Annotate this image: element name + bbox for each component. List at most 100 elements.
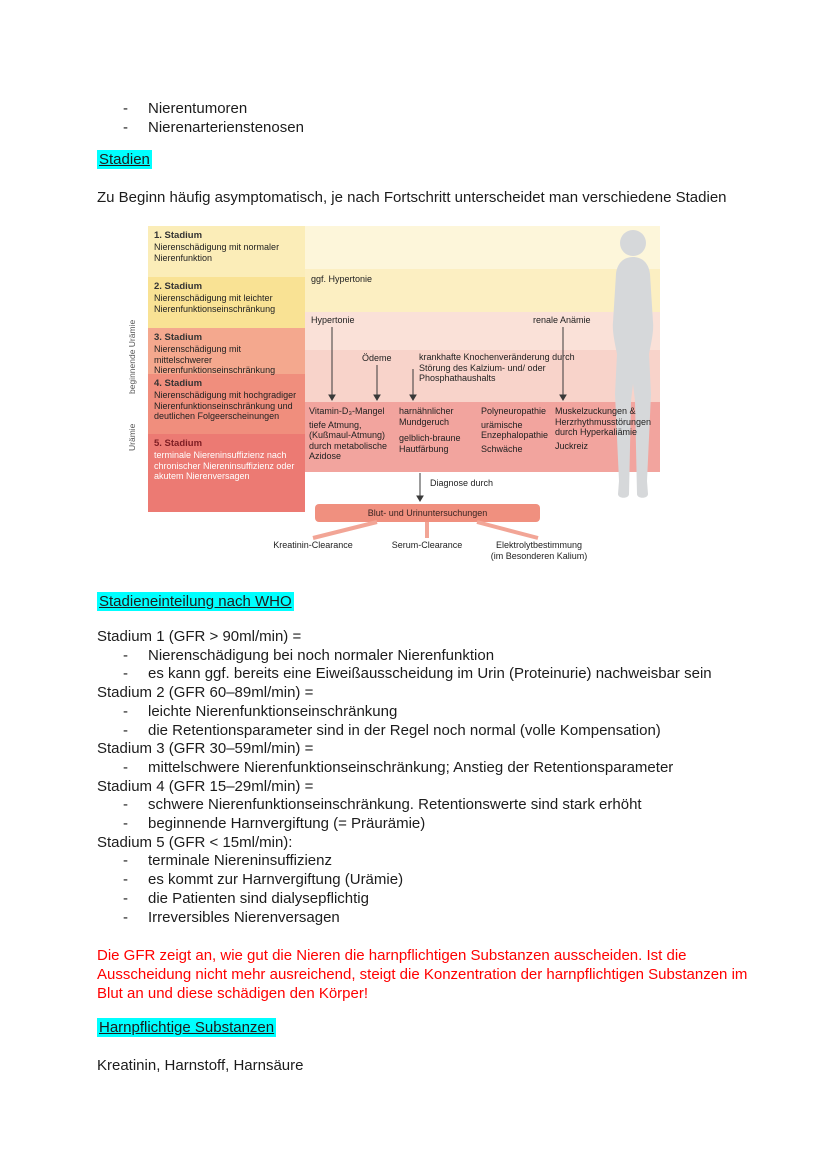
symptom-rows: ggf. Hypertonie Hypertonie renale Anämie… xyxy=(305,226,660,472)
axis-label-uraemie: Urämie xyxy=(127,423,137,451)
bullet-dash: - xyxy=(123,796,128,814)
who-sub-line: -leichte Nierenfunktionseinschränkung xyxy=(97,703,768,722)
substances-text: Kreatinin, Harnstoff, Harnsäure xyxy=(97,1057,304,1075)
gfr-note-red: Die GFR zeigt an, wie gut die Nieren die… xyxy=(97,947,748,1003)
stage-title: 3. Stadium xyxy=(154,332,203,343)
symptom-row-5: Vitamin-D₃-Mangel tiefe Atmung, (Kußmaul… xyxy=(305,402,660,472)
branch-connector xyxy=(312,520,539,540)
bullet-dash: - xyxy=(123,815,128,833)
who-sub-text: Nierenschädigung bei noch normaler Niere… xyxy=(148,646,495,664)
symptom-label: Vitamin-D₃-Mangel xyxy=(309,406,385,416)
symptom-label: urämische Enzephalopathie xyxy=(481,419,549,441)
bullet-dash: - xyxy=(123,665,128,683)
symptom-row-3: Hypertonie renale Anämie xyxy=(305,312,660,350)
list-item: - Nierentumoren xyxy=(97,99,768,118)
stage-column: 1. Stadium Nierenschädigung mit normaler… xyxy=(148,226,305,512)
stage-desc: Nierenschädigung mit leichter Nierenfunk… xyxy=(154,293,276,314)
bullet-dash: - xyxy=(123,852,128,870)
bullet-dash: - xyxy=(123,758,128,776)
stage-desc: terminale Niereninsuffizienz nach chroni… xyxy=(154,450,295,482)
symptom-label: Polyneuropathie xyxy=(481,406,547,416)
symptom-label: renale Anämie xyxy=(533,315,591,325)
symptom-label: Ödeme xyxy=(362,353,392,363)
bullet-dash: - xyxy=(123,119,128,136)
section-heading-substances: Harnpflichtige Substanzen xyxy=(97,1018,768,1038)
top-bullet-list: - Nierentumoren - Nierenarterienstenosen xyxy=(97,99,768,137)
symptom-row-4: Ödeme krankhafte Knochenveränderung durc… xyxy=(305,350,660,402)
stage-desc: Nierenschädigung mit mittelschwerer Nier… xyxy=(154,344,276,376)
stage-title: 1. Stadium xyxy=(154,230,203,241)
symptom-group: Vitamin-D₃-Mangel tiefe Atmung, (Kußmaul… xyxy=(309,406,397,462)
bullet-dash: - xyxy=(123,871,128,889)
who-sub-line: - es kommt zur Harnvergiftung (Urämie) xyxy=(97,871,768,890)
method-sublabel: (im Besonderen Kalium) xyxy=(490,550,588,561)
who-sub-line: - die Patienten sind dialysepflichtig xyxy=(97,890,768,909)
who-sub-text: die Retentionsparameter sind in der Rege… xyxy=(148,721,661,739)
human-body-silhouette xyxy=(612,230,654,498)
section-heading-who: Stadieneinteilung nach WHO xyxy=(97,592,768,611)
who-sub-text: Irreversibles Nierenversagen xyxy=(148,908,340,926)
symptom-label: krankhafte Knochenveränderung durch Stör… xyxy=(419,352,575,384)
highlighted-heading: Harnpflichtige Substanzen xyxy=(97,1018,277,1038)
symptom-label: Juckreiz xyxy=(555,440,589,451)
stage-desc: Nierenschädigung mit hochgradiger Nieren… xyxy=(154,390,297,422)
symptom-label: Muskelzuckungen & Herzrhythmusstörungen … xyxy=(555,406,652,438)
who-sub-line: - Irreversibles Nierenversagen xyxy=(97,909,768,928)
stage-box-2: 2. Stadium Nierenschädigung mit leichter… xyxy=(148,277,305,328)
who-sub-line: - mittelschwere Nierenfunktionseinschränk… xyxy=(97,759,768,778)
symptom-label: ggf. Hypertonie xyxy=(311,274,373,284)
bullet-dash: - xyxy=(123,908,128,926)
who-staging-list: Stadium 1 (GFR > 90ml/min) = - Nierenschä… xyxy=(97,628,768,927)
stage-box-1: 1. Stadium Nierenschädigung mit normaler… xyxy=(148,226,305,277)
who-sub-text: terminale Niereninsuffizienz xyxy=(148,852,332,870)
bullet-dash: - xyxy=(123,721,128,739)
stage-desc: Nierenschädigung mit normaler Nierenfunk… xyxy=(154,242,280,263)
method-kreatinin-clearance: Kreatinin-Clearance xyxy=(273,540,353,550)
symptom-label: harnähnlicher Mundgeruch xyxy=(399,406,454,427)
highlighted-heading: Stadieneinteilung nach WHO xyxy=(97,592,294,611)
who-sub-line: - terminale Niereninsuffizienz xyxy=(97,852,768,871)
who-sub-text: leichte Nierenfunktionseinschränkung xyxy=(148,702,398,720)
who-sub-line: - beginnende Harnvergiftung (= Präurämie) xyxy=(97,815,768,834)
symptom-label: Schwäche xyxy=(481,443,523,454)
who-sub-text: die Patienten sind dialysepflichtig xyxy=(148,889,369,907)
section-heading-stadien: Stadien xyxy=(97,150,768,169)
who-sub-line: - es kann ggf. bereits eine Eiweißaussche… xyxy=(97,665,768,684)
bullet-dash: - xyxy=(123,889,128,907)
who-sub-text: es kann ggf. bereits eine Eiweißausschei… xyxy=(148,665,712,683)
stage-title: 2. Stadium xyxy=(154,281,203,292)
symptom-row-1 xyxy=(305,226,660,269)
stages-diagram: beginnende Urämie Urämie 1. Stadium Nier… xyxy=(125,226,691,571)
who-sub-text: beginnende Harnvergiftung (= Präurämie) xyxy=(148,815,426,833)
symptom-group: harnähnlicher Mundgeruch gelblich-braune… xyxy=(399,406,479,454)
who-sub-line: - Nierenschädigung bei noch normaler Nier… xyxy=(97,647,768,666)
list-item-text: Nierenarterienstenosen xyxy=(148,119,304,136)
stage-box-5: 5. Stadium terminale Niereninsuffizienz … xyxy=(148,434,305,512)
symptom-row-2: ggf. Hypertonie xyxy=(305,269,660,312)
method-serum-clearance: Serum-Clearance xyxy=(391,540,463,550)
method-label: Elektrolytbestimmung xyxy=(495,540,583,550)
who-stage-line: Stadium 4 (GFR 15–29ml/min) = xyxy=(97,777,314,795)
who-sub-line: - die Retentionsparameter sind in der Reg… xyxy=(97,722,768,741)
highlighted-heading: Stadien xyxy=(97,150,152,169)
list-item: - Nierenarterienstenosen xyxy=(97,118,768,137)
symptom-group: Muskelzuckungen & Herzrhythmusstörungen … xyxy=(555,406,659,451)
who-stage-line: Stadium 1 (GFR > 90ml/min) = xyxy=(97,628,302,645)
axis-label-beginnende-uraemie: beginnende Urämie xyxy=(127,319,137,395)
who-stage-line: Stadium 5 (GFR < 15ml/min): xyxy=(97,833,293,851)
who-sub-text: mittelschwere Nierenfunktionseinschränku… xyxy=(148,758,674,776)
stage-box-4: 4. Stadium Nierenschädigung mit hochgrad… xyxy=(148,374,305,434)
list-item-text: Nierentumoren xyxy=(148,100,248,117)
stage-title: 4. Stadium xyxy=(154,378,203,389)
method-elektrolytbestimmung: Elektrolytbestimmung (im Besonderen Kali… xyxy=(477,540,601,561)
intro-paragraph: Zu Beginn häufig asymptomatisch, je nach… xyxy=(97,189,727,206)
bullet-dash: - xyxy=(123,646,128,664)
symptom-label: gelblich-braune Hautfärbung xyxy=(399,433,461,454)
who-stage-line: Stadium 2 (GFR 60–89ml/min) = xyxy=(97,684,314,702)
who-stage-line: Stadium 3 (GFR 30–59ml/min) = xyxy=(97,740,314,758)
symptom-label: tiefe Atmung, (Kußmaul-Atmung) durch met… xyxy=(309,419,388,462)
who-sub-text: es kommt zur Harnvergiftung (Urämie) xyxy=(148,871,404,889)
bullet-dash: - xyxy=(123,100,128,117)
diagnose-durch-label: Diagnose durch xyxy=(430,478,494,488)
